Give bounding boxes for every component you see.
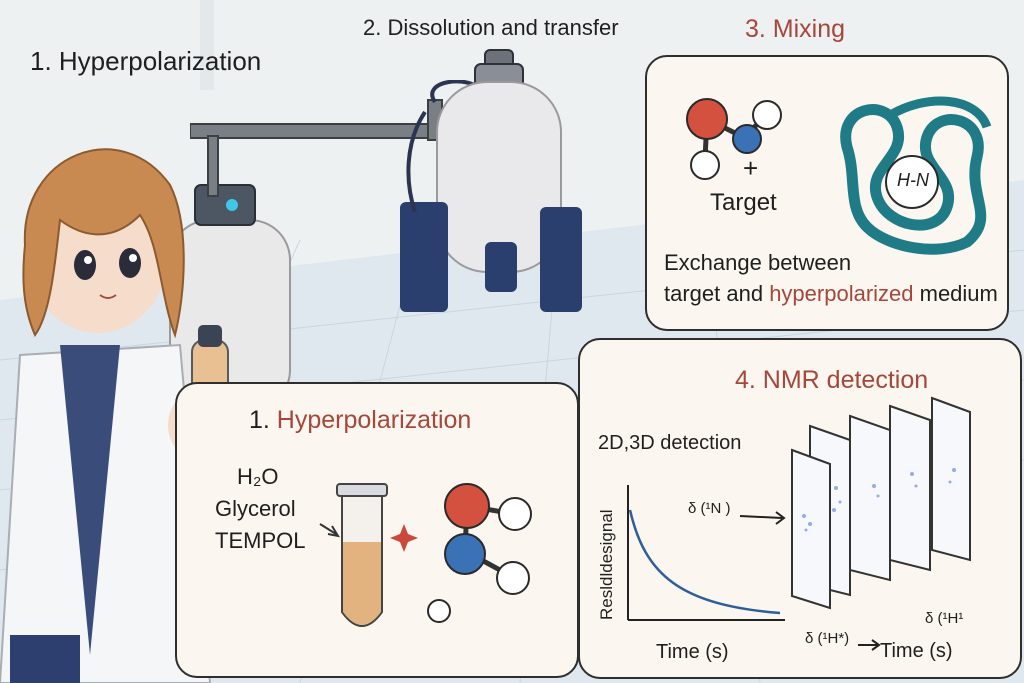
- target-molecule-icon: [686, 98, 782, 180]
- axis-h-star-label: δ (¹H*): [805, 630, 850, 647]
- test-tube-icon: [319, 483, 418, 627]
- panel1-heading-number: 1.: [249, 406, 277, 434]
- step1-heading: 1. Hyperpolarization: [30, 46, 262, 76]
- dissolution-vessel: [400, 49, 582, 312]
- ingredient-glycerol: Glycerol: [215, 496, 296, 521]
- ingredient-tempol: TEMPOL: [215, 528, 306, 553]
- axis-h-label: δ (¹H¹: [925, 610, 964, 627]
- decay-xlabel: Time (s): [656, 641, 729, 663]
- hyperpolarization-panel: 1. Hyperpolarization H₂O Glycerol TEMPOL: [175, 382, 579, 678]
- caption-part-c: medium: [913, 281, 998, 306]
- mixing-caption-line2: target and hyperpolarized medium: [664, 281, 998, 307]
- ingredient-water: H₂O: [237, 464, 279, 489]
- nmr-detection-panel: 4. NMR detection 2D,3D detection Resldld…: [578, 338, 1022, 679]
- time-arrow: [858, 639, 881, 651]
- decay-plot: [627, 485, 785, 621]
- protein-icon: [840, 96, 992, 255]
- scientist-figure: [0, 148, 229, 683]
- step3-heading: 3. Mixing: [745, 15, 846, 43]
- plus-sign: +: [743, 153, 759, 183]
- panel1-heading-highlight: Hyperpolarization: [276, 406, 472, 434]
- caption-highlight: hyperpolarized: [769, 281, 914, 306]
- decay-ylabel: Resldldesignal: [597, 509, 616, 620]
- mixing-caption-line1: Exchange between: [664, 250, 852, 275]
- axis-n-label: δ (¹N ): [688, 500, 731, 517]
- panel4-subheading: 2D,3D detection: [598, 432, 742, 454]
- panel1-heading: 1. Hyperpolarization: [249, 406, 471, 435]
- step2-heading: 2. Dissolution and transfer: [363, 15, 619, 40]
- protein-hn-label: H-N: [897, 170, 929, 190]
- mixing-panel: + Target H-N Exchange between target and…: [645, 55, 1009, 331]
- spectra-stack: [740, 396, 971, 610]
- transfer-line: [190, 80, 482, 197]
- caption-part-a: target and: [664, 281, 770, 306]
- axis-time-label: Time (s): [880, 640, 953, 662]
- panel4-heading: 4. NMR detection: [735, 366, 929, 394]
- radical-molecule-icon: [427, 483, 532, 623]
- indicator-light-icon: [226, 199, 238, 211]
- target-label: Target: [710, 189, 777, 216]
